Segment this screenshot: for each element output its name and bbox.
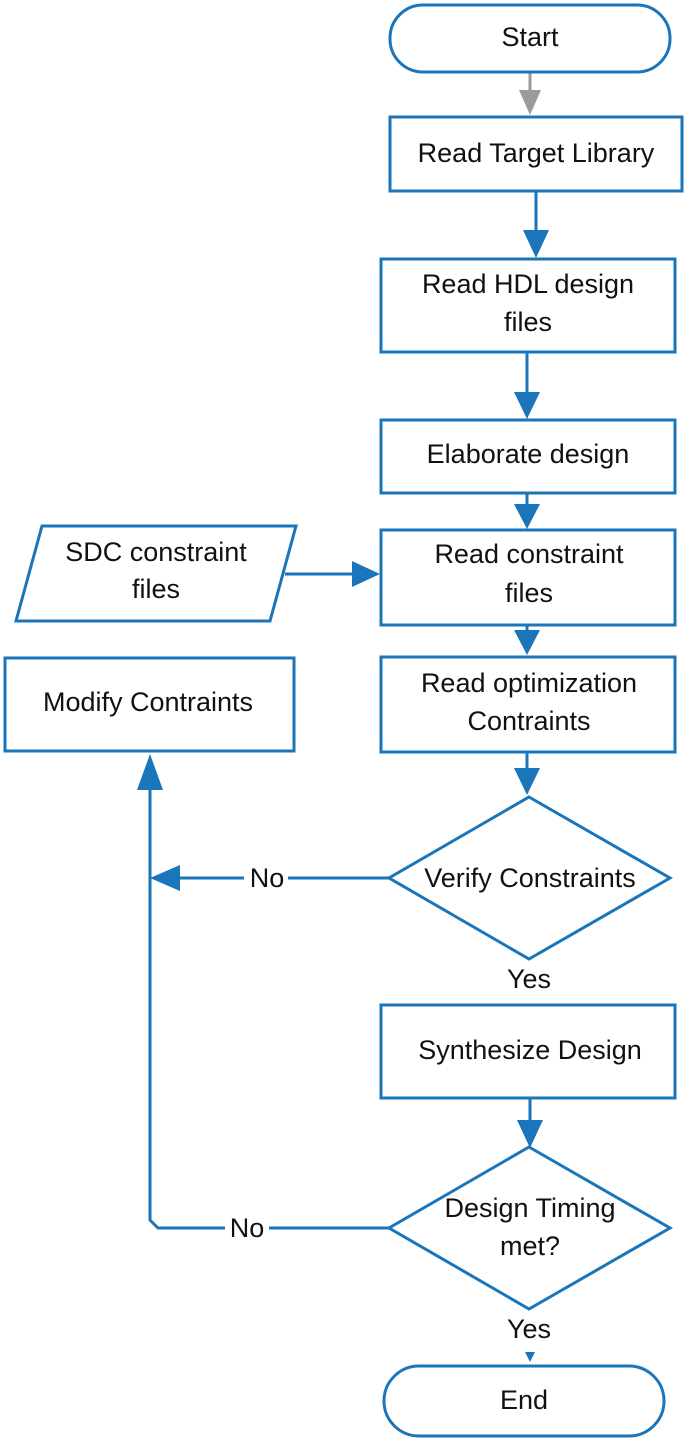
node-verify-constraints-label: Verify Constraints [424,863,636,893]
node-modify-constraints: Modify Contraints [3,656,296,753]
edge-label-timing-yes: Yes [507,1314,551,1344]
node-read-hdl-line-2: files [504,307,552,337]
node-elaborate-label: Elaborate design [427,439,630,469]
node-start: Start [388,3,672,74]
node-read-optimization-line-2: Contraints [467,706,590,736]
node-elaborate: Elaborate design [379,418,677,495]
node-read-hdl-line-1: Read HDL design [422,269,634,299]
node-start-label: Start [501,22,559,52]
node-read-optimization-line-1: Read optimization [421,668,637,698]
edge-timing-no-to-modify: No [148,878,389,1243]
edge-label-timing-no: No [230,1213,265,1243]
edge-elaborate-to-read-constraint [514,493,540,529]
node-sdc-files-line-1: SDC constraint [65,537,247,567]
node-read-target-library-label: Read Target Library [418,138,655,168]
node-read-target-library: Read Target Library [388,115,684,193]
edge-label-verify-no: No [250,863,285,893]
node-read-hdl: Read HDL design files [379,257,677,354]
edge-verify-yes-to-synthesize: Yes [507,964,551,994]
node-timing-met-line-2: met? [500,1231,560,1261]
node-timing-met-line-1: Design Timing [444,1193,615,1223]
node-read-constraint: Read constraint files [379,528,677,627]
edge-read-target-library-to-read-hdl [523,191,549,258]
node-verify-constraints: Verify Constraints [386,795,674,961]
edge-read-constraint-to-read-optimization [514,625,540,655]
node-synthesize-label: Synthesize Design [418,1035,642,1065]
node-read-constraint-line-2: files [505,578,553,608]
edge-read-hdl-to-elaborate [514,352,540,419]
node-synthesize: Synthesize Design [379,1003,677,1100]
node-modify-constraints-label: Modify Contraints [43,687,253,717]
edge-verify-no-to-modify: No [137,754,389,893]
node-sdc-files-line-2: files [132,574,180,604]
edge-synthesize-to-timing-met [517,1098,543,1148]
node-end-label: End [500,1385,548,1415]
edge-label-verify-yes: Yes [507,964,551,994]
node-read-constraint-line-1: Read constraint [434,539,624,569]
node-read-optimization: Read optimization Contraints [379,655,677,754]
node-end: End [382,1364,666,1438]
edge-start-to-read-target-library [519,72,541,115]
edge-timing-yes-to-end: Yes [507,1314,551,1362]
edge-read-optimization-to-verify [514,752,540,795]
node-sdc-files: SDC constraint files [14,524,298,623]
node-timing-met: Design Timing met? [386,1145,674,1311]
edge-sdc-to-read-constraint [285,561,380,587]
